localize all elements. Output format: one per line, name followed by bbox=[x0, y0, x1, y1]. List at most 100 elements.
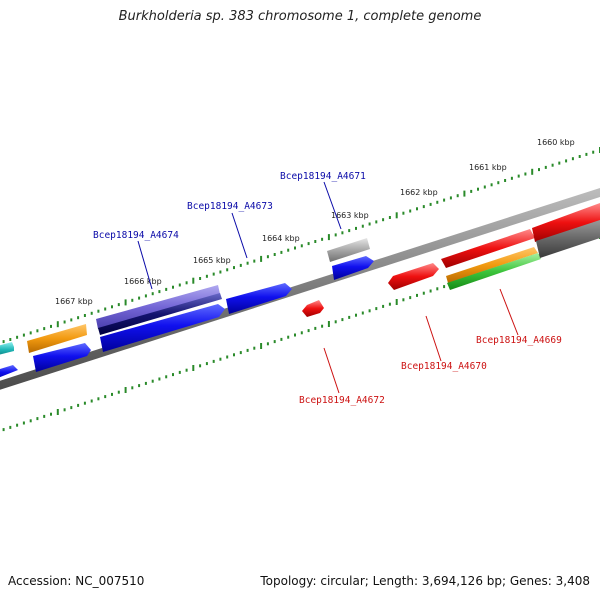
minor-tick bbox=[63, 408, 66, 412]
gene-arrow-gray bbox=[327, 238, 370, 262]
minor-tick bbox=[50, 324, 52, 328]
minor-tick bbox=[117, 303, 120, 307]
minor-tick bbox=[314, 326, 317, 330]
minor-tick bbox=[9, 425, 12, 429]
minor-tick bbox=[429, 289, 432, 293]
reverse-gene-labels: Bcep18194_A4669 Bcep18194_A4670 Bcep1819… bbox=[299, 288, 562, 406]
minor-tick bbox=[409, 296, 412, 300]
minor-tick bbox=[348, 315, 351, 319]
minor-tick bbox=[97, 309, 100, 313]
minor-tick bbox=[416, 207, 418, 211]
minor-tick bbox=[219, 357, 222, 361]
gene-arrow-red-right bbox=[532, 203, 600, 242]
minor-tick bbox=[388, 216, 391, 219]
gene-label: Bcep18194_A4671 bbox=[280, 171, 366, 182]
gene-arrow-navy bbox=[98, 293, 222, 335]
minor-tick bbox=[544, 165, 547, 169]
minor-tick bbox=[294, 246, 296, 250]
major-tick bbox=[56, 409, 59, 415]
minor-tick bbox=[409, 209, 412, 213]
minor-tick bbox=[341, 231, 344, 235]
gene-arrow-orange-left bbox=[27, 324, 87, 353]
minor-tick bbox=[111, 392, 113, 396]
minor-tick bbox=[429, 202, 432, 206]
minor-tick bbox=[416, 293, 418, 297]
major-tick bbox=[260, 343, 263, 349]
minor-tick bbox=[138, 384, 141, 388]
kbp-label: 1667 kbp bbox=[55, 297, 93, 306]
minor-tick bbox=[144, 294, 147, 298]
minor-tick bbox=[382, 218, 385, 222]
major-tick bbox=[395, 299, 398, 305]
minor-tick bbox=[307, 329, 310, 333]
minor-tick bbox=[368, 222, 371, 226]
minor-tick bbox=[36, 417, 39, 421]
minor-tick bbox=[517, 174, 520, 178]
minor-tick bbox=[97, 397, 100, 401]
minor-tick bbox=[205, 274, 208, 278]
minor-tick bbox=[273, 340, 276, 344]
minor-tick bbox=[504, 179, 507, 182]
accession-text: Accession: NC_007510 bbox=[8, 574, 145, 588]
minor-tick bbox=[443, 198, 446, 202]
minor-tick bbox=[571, 157, 574, 161]
minor-tick bbox=[2, 428, 5, 432]
minor-tick bbox=[422, 291, 425, 295]
minor-tick bbox=[266, 342, 269, 346]
minor-tick bbox=[239, 263, 242, 267]
major-tick bbox=[56, 321, 59, 328]
major-tick bbox=[192, 365, 195, 371]
major-tick bbox=[531, 168, 534, 175]
minor-tick bbox=[307, 242, 310, 246]
gene-label: Bcep18194_A4673 bbox=[187, 201, 273, 212]
minor-tick bbox=[334, 233, 337, 237]
minor-tick bbox=[273, 253, 276, 256]
minor-tick bbox=[334, 320, 337, 324]
minor-tick bbox=[178, 283, 181, 287]
major-tick bbox=[124, 387, 127, 393]
minor-tick bbox=[63, 320, 66, 324]
minor-tick bbox=[368, 309, 371, 313]
minor-tick bbox=[233, 353, 235, 357]
minor-tick bbox=[443, 285, 446, 289]
minor-tick bbox=[138, 296, 141, 300]
kbp-label: 1662 kbp bbox=[400, 188, 438, 197]
major-tick bbox=[124, 299, 127, 306]
forward-gene-labels: Bcep18194_A4671 Bcep18194_A4673 Bcep1819… bbox=[93, 171, 366, 290]
minor-tick bbox=[158, 377, 161, 381]
minor-tick bbox=[131, 298, 134, 302]
minor-tick bbox=[558, 161, 561, 165]
minor-tick bbox=[172, 373, 174, 377]
gene-arrow-blue-far-left bbox=[0, 365, 18, 378]
minor-tick bbox=[266, 255, 269, 259]
minor-tick bbox=[239, 351, 242, 355]
upper-scale-ticks bbox=[2, 147, 600, 344]
minor-tick bbox=[16, 335, 19, 339]
minor-tick bbox=[355, 226, 357, 230]
gene-arrow-darkgray-right bbox=[536, 220, 600, 258]
minor-tick bbox=[9, 338, 12, 341]
minor-tick bbox=[36, 329, 39, 333]
minor-tick bbox=[300, 244, 303, 248]
minor-tick bbox=[348, 229, 351, 233]
minor-tick bbox=[16, 423, 19, 427]
minor-tick bbox=[497, 181, 500, 185]
minor-tick bbox=[165, 375, 168, 379]
minor-tick bbox=[226, 268, 229, 272]
minor-tick bbox=[29, 419, 32, 423]
minor-tick bbox=[300, 331, 303, 335]
minor-tick bbox=[355, 313, 357, 317]
gene-arrow-blue-small bbox=[332, 256, 374, 280]
topology-text: Topology: circular; Length: 3,694,126 bp… bbox=[260, 574, 590, 588]
minor-tick bbox=[22, 333, 25, 337]
minor-tick bbox=[551, 163, 554, 167]
minor-tick bbox=[422, 205, 425, 209]
gene-label: Bcep18194_A4674 bbox=[93, 230, 179, 241]
minor-tick bbox=[212, 359, 215, 363]
minor-tick bbox=[43, 414, 46, 418]
minor-tick bbox=[287, 335, 290, 339]
kbp-label: 1664 kbp bbox=[262, 234, 300, 243]
minor-tick bbox=[111, 305, 113, 309]
major-tick bbox=[395, 212, 398, 219]
